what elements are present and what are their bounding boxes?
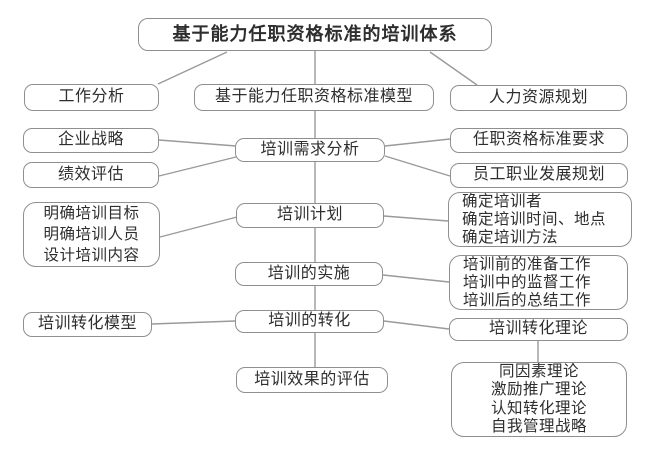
plan-input-line: 设计培训内容 (43, 247, 140, 264)
plan-input-line: 明确培训目标 (43, 205, 140, 222)
implementation-task-line: 培训后的总结工作 (463, 291, 592, 309)
node-transfer-theory: 培训转化理论 (449, 318, 628, 341)
node-plan-outputs: 确定培训者 确定培训时间、地点 确定培训方法 (448, 192, 632, 247)
edge-implementation-tasks (382, 274, 450, 283)
plan-input-line: 明确培训人员 (43, 226, 140, 243)
node-theories-list: 同因素理论 激励推广理论 认知转化理论 自我管理战略 (451, 362, 627, 437)
node-career-development-planning: 员工职业发展规划 (450, 163, 628, 188)
node-work-analysis: 工作分析 (24, 84, 159, 111)
theory-line: 激励推广理论 (490, 381, 587, 398)
theory-line: 认知转化理论 (490, 399, 587, 417)
edge-model-transfer (151, 320, 236, 325)
node-plan-inputs: 明确培训目标 明确培训人员 设计培训内容 (23, 202, 160, 267)
node-implementation-tasks: 培训前的准备工作 培训中的监督工作 培训后的总结工作 (449, 255, 628, 310)
node-transfer-model: 培训转化模型 (23, 312, 152, 337)
theory-line: 同因素理论 (498, 362, 579, 380)
theory-line: 自我管理战略 (490, 418, 587, 435)
edge-transfer-theory (383, 320, 450, 330)
node-performance-evaluation: 绩效评估 (23, 162, 159, 188)
edge-strategy-needs (158, 139, 237, 147)
edge-inputs-plan (159, 216, 238, 238)
edge-needs-career (384, 155, 451, 177)
edge-title-hr-planning (429, 51, 478, 86)
node-corporate-strategy: 企业战略 (23, 128, 159, 153)
implementation-task-line: 培训前的准备工作 (463, 255, 592, 273)
edge-plan-outputs (383, 215, 449, 222)
edge-performance-needs (158, 156, 237, 177)
node-training-implementation: 培训的实施 (235, 262, 383, 286)
plan-output-line: 确定培训者 (462, 192, 543, 210)
node-training-plan: 培训计划 (236, 203, 384, 228)
node-qualification-model: 基于能力任职资格标准模型 (194, 84, 434, 111)
implementation-task-line: 培训中的监督工作 (463, 273, 592, 291)
edge-title-work-analysis (157, 51, 228, 85)
edge-needs-qualification (384, 138, 451, 147)
node-training-transfer: 培训的转化 (235, 310, 384, 333)
node-qualification-requirements: 任职资格标准要求 (450, 128, 628, 153)
node-training-needs-analysis: 培训需求分析 (235, 138, 385, 162)
node-effect-evaluation: 培训效果的评估 (236, 367, 388, 393)
node-hr-planning: 人力资源规划 (450, 85, 627, 111)
plan-output-line: 确定培训方法 (462, 228, 559, 246)
node-title: 基于能力任职资格标准的培训体系 (138, 18, 492, 51)
plan-output-line: 确定培训时间、地点 (462, 210, 607, 228)
